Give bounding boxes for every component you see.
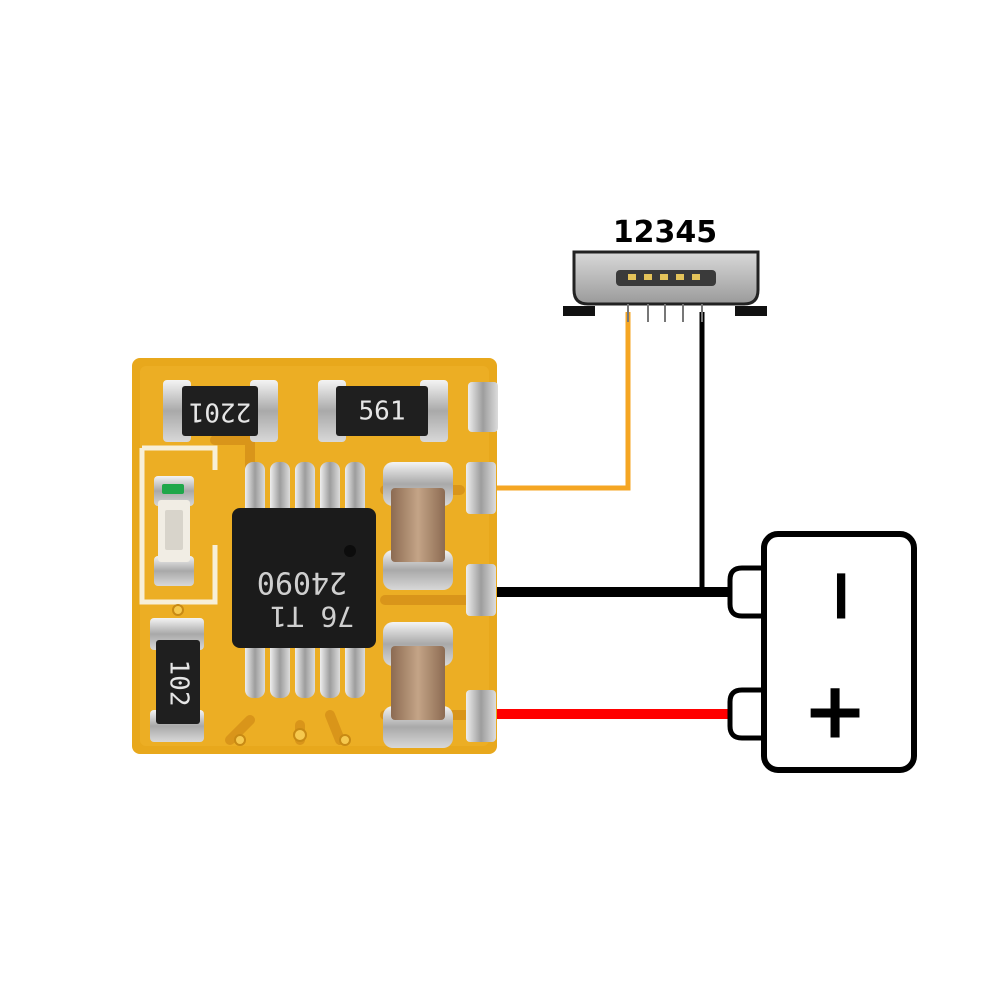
battery-terminal-plus [727, 687, 764, 741]
resistor-top-left-code: 2201 [189, 397, 252, 427]
ic-bottom-legs [245, 640, 365, 698]
pad-data [466, 462, 496, 514]
led [154, 476, 194, 586]
resistor-top-left: 2201 [163, 380, 278, 442]
battery-minus-label: − [801, 566, 885, 626]
battery-plus-label: + [802, 666, 867, 756]
connector-pins [627, 304, 703, 322]
capacitor-lower [383, 622, 453, 748]
usb-connector: 12345 [563, 215, 767, 322]
pcb-board: 2201 561 [132, 358, 498, 754]
capacitor-upper [383, 462, 453, 590]
battery: − + [727, 531, 917, 773]
pad-top-right [468, 382, 498, 432]
pad-ground [466, 564, 496, 616]
resistor-bottom-left-code: 102 [164, 660, 194, 707]
battery-terminal-minus [727, 565, 764, 619]
connector-pin-label: 12345 [613, 215, 717, 250]
pad-positive [466, 690, 496, 742]
resistor-bottom-left: 102 [150, 618, 204, 742]
data-wire [492, 312, 631, 491]
ic-marking-line2: 76 T1 [270, 600, 354, 633]
ic-chip: 24090 76 T1 [232, 462, 376, 698]
resistor-top-right: 561 [318, 380, 448, 442]
connector-tab-left [563, 306, 595, 316]
pcb-vias [172, 604, 351, 746]
ic-body [232, 508, 376, 648]
ic-marking-line1: 24090 [257, 565, 347, 600]
silkscreen-outline [139, 445, 218, 605]
ic-top-legs [245, 462, 365, 516]
battery-body [761, 531, 917, 773]
resistor-top-right-code: 561 [359, 397, 406, 427]
connector-contacts [628, 274, 700, 280]
connector-tab-right [735, 306, 767, 316]
wires [492, 312, 732, 719]
